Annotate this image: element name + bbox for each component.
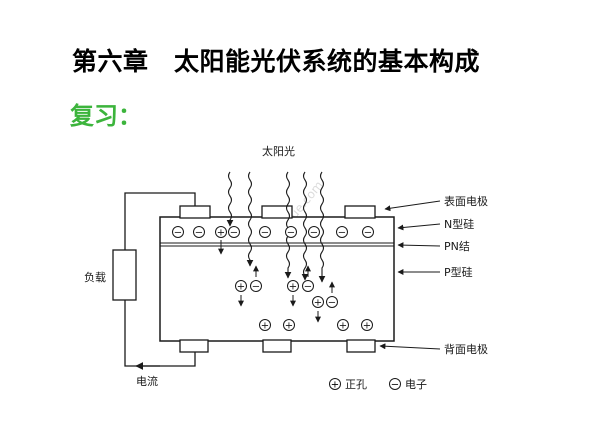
svg-text:正孔: 正孔 [345,378,367,391]
hole: + [283,319,295,332]
electron: − [336,226,348,239]
p-type-label: P型硅 [444,265,473,279]
load-box [112,249,137,301]
electron: − [193,226,205,239]
back-electrode [346,339,376,353]
back-electrode [179,339,209,353]
electron: − [228,226,240,239]
sunlight-label: 太阳光 [262,144,295,158]
svg-text:+: + [331,380,339,391]
svg-text:−: − [174,228,182,239]
svg-text:+: + [363,321,371,332]
legend-hole: + 正孔 [329,378,367,391]
electron: − [302,280,314,293]
svg-text:−: − [304,282,312,293]
electron: − [308,226,320,239]
electron: − [250,280,262,293]
hole: + [361,319,373,332]
svg-text:+: + [261,321,269,332]
legend: + 正孔 − 电子 [329,378,427,391]
svg-text:电子: 电子 [405,378,427,391]
hole: + [337,319,349,332]
load-label: 负载 [84,270,106,284]
surface-electrode [344,205,376,219]
svg-text:+: + [285,321,293,332]
svg-text:+: + [314,298,322,309]
svg-text:−: − [391,380,399,391]
hole: + [312,296,324,309]
current-label: 电流 [136,374,158,388]
surface-electrode [179,205,211,219]
hole: + [287,280,299,293]
pn-junction-label: PN结 [444,240,470,253]
carrier-arrows [218,240,335,323]
svg-text:−: − [195,228,203,239]
hole: + [259,319,271,332]
svg-text:+: + [237,282,245,293]
electron: − [285,226,297,239]
electron: − [172,226,184,239]
svg-text:−: − [338,228,346,239]
pointer-lines [379,200,441,350]
surface-electrode-label: 表面电极 [444,194,488,208]
svg-text:−: − [287,228,295,239]
electron: − [326,296,338,309]
svg-text:−: − [364,228,372,239]
hole: + [215,226,227,239]
carriers: − − + − − − − − − + − + − + − + + + + [172,226,374,332]
svg-text:+: + [339,321,347,332]
svg-text:+: + [289,282,297,293]
svg-text:−: − [252,282,260,293]
circuit-wire-top [124,192,196,250]
back-electrode [262,339,292,353]
n-type-label: N型硅 [444,217,474,231]
back-electrode-label: 背面电极 [444,342,488,356]
svg-text:−: − [328,298,336,309]
svg-text:+: + [217,228,225,239]
slide-title: 第六章 太阳能光伏系统的基本构成 [72,47,481,76]
electron: − [259,226,271,239]
sunlight-rays [226,171,326,283]
legend-electron: − 电子 [389,378,427,391]
svg-text:−: − [261,228,269,239]
svg-text:−: − [230,228,238,239]
surface-electrode [261,205,293,219]
electron: − [362,226,374,239]
review-heading: 复习： [70,102,142,130]
hole: + [235,280,247,293]
svg-text:−: − [310,228,318,239]
